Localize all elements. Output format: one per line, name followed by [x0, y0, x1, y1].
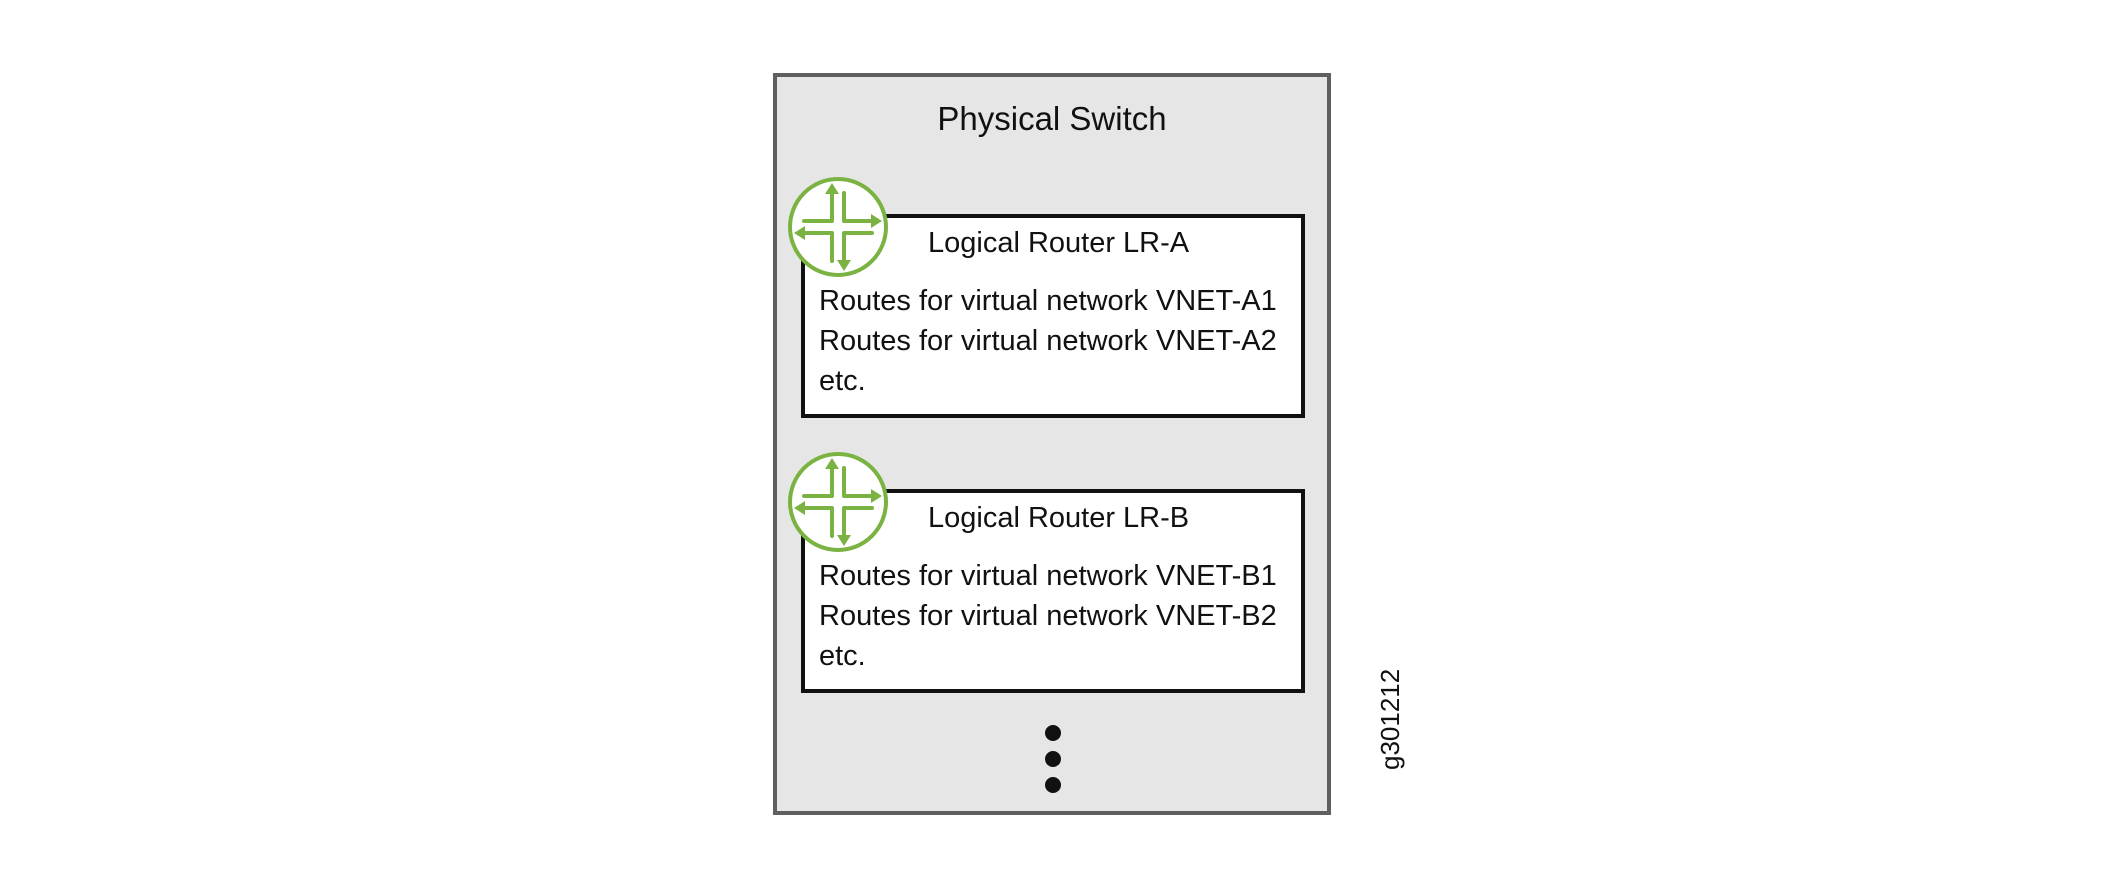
ellipsis-dot — [1045, 777, 1061, 793]
route-line: Routes for virtual network VNET-A2 — [819, 325, 1277, 357]
router-icon — [786, 450, 890, 554]
ellipsis-dot — [1045, 725, 1061, 741]
ellipsis-dot — [1045, 751, 1061, 767]
logical-router-lr-a-title: Logical Router LR-A — [928, 227, 1190, 259]
route-line: Routes for virtual network VNET-B2 — [819, 600, 1277, 632]
router-icon — [786, 175, 890, 279]
logical-router-lr-a: Logical Router LR-A Routes for virtual n… — [801, 214, 1305, 418]
figure-id: g301212 — [1375, 668, 1405, 770]
vertical-ellipsis-icon — [1045, 725, 1063, 805]
route-line: etc. — [819, 640, 866, 672]
logical-router-lr-b: Logical Router LR-B Routes for virtual n… — [801, 489, 1305, 693]
logical-router-lr-b-routes: Routes for virtual network VNET-B1 Route… — [819, 556, 1277, 676]
physical-switch-title: Physical Switch — [937, 100, 1167, 137]
route-line: Routes for virtual network VNET-B1 — [819, 560, 1277, 592]
route-line: etc. — [819, 365, 866, 397]
logical-router-lr-b-title: Logical Router LR-B — [928, 502, 1190, 534]
route-line: Routes for virtual network VNET-A1 — [819, 285, 1277, 317]
logical-router-lr-a-routes: Routes for virtual network VNET-A1 Route… — [819, 281, 1277, 401]
